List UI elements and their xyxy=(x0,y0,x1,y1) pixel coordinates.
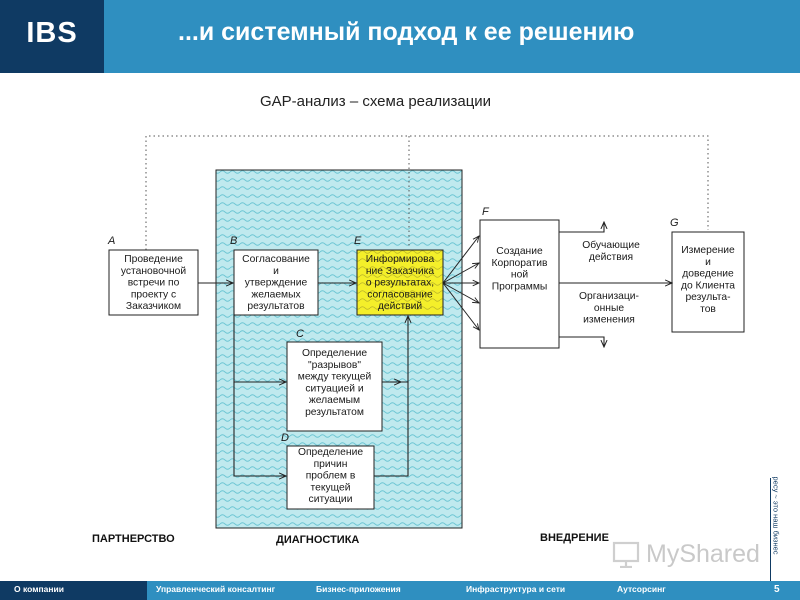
node-d-box[interactable] xyxy=(286,445,375,510)
node-c-letter: C xyxy=(296,328,304,340)
node-f-box[interactable] xyxy=(479,219,560,349)
node-a-text-line: Заказчиком xyxy=(126,301,181,312)
side-tagline: ресу ~ это наш бизнес xyxy=(770,476,782,584)
footer-link-infrastructure[interactable]: Инфраструктура и сети xyxy=(466,584,566,594)
node-c-text-line: между текущей xyxy=(298,372,372,383)
node-e-text-line: о результатах, xyxy=(366,278,434,289)
node-d-letter: D xyxy=(281,432,289,444)
node-g-text-line: и xyxy=(705,257,711,268)
zone-label-implementation: ВНЕДРЕНИЕ xyxy=(540,532,609,544)
node-g-text-line: тов xyxy=(700,304,716,315)
node-b-letter: B xyxy=(230,235,237,247)
node-b-text-line: утверждение xyxy=(245,278,308,289)
node-c-text-line: "разрывов" xyxy=(308,360,361,371)
node-f-letter: F xyxy=(482,206,490,218)
node-e-letter: E xyxy=(354,235,362,247)
footer-left-block xyxy=(0,581,147,600)
node-f-text-line: Корпоратив xyxy=(492,258,548,269)
node-c-text-line: желаемым xyxy=(309,395,360,406)
node-f-text-line: ной xyxy=(511,270,528,281)
node-a-text-line: установочной xyxy=(121,266,187,277)
output-training-text-line: Обучающие xyxy=(582,239,640,251)
output-training-text-line: действия xyxy=(589,252,633,263)
node-c-text-line: результатом xyxy=(305,407,364,418)
node-d-text-line: Определение xyxy=(298,447,363,458)
node-f-text-line: Создание xyxy=(496,246,543,257)
watermark[interactable]: MyShared xyxy=(612,538,772,574)
watermark-text: MyShared xyxy=(646,540,760,568)
footer-link-business-apps[interactable]: Бизнес-приложения xyxy=(316,584,401,594)
logo-box[interactable]: IBS xyxy=(0,0,104,73)
diagram-subtitle: GAP-анализ – схема реализации xyxy=(260,93,492,110)
output-organizational-text-line: изменения xyxy=(583,315,635,326)
node-f-text-line: Программы xyxy=(492,281,548,292)
node-g-text-line: до Клиента xyxy=(681,280,735,291)
node-e-text-line: согласование xyxy=(367,289,433,300)
node-c-box[interactable] xyxy=(286,341,383,432)
company-logo: IBS xyxy=(26,17,78,49)
footer-bar: О компании Управленческий консалтинг Биз… xyxy=(0,581,800,600)
output-organizational-text-line: онные xyxy=(594,303,625,314)
page-number: 5 xyxy=(774,584,780,595)
arrow-d-to-e xyxy=(374,382,409,477)
node-g-text-line: результа- xyxy=(685,292,730,303)
node-d-text-line: ситуации xyxy=(309,494,353,505)
arrow-f-to-org-down xyxy=(559,336,604,347)
zone-label-partnership: ПАРТНЕРСТВО xyxy=(92,533,175,545)
node-e-text-line: действий xyxy=(378,301,423,312)
node-d-text-line: причин xyxy=(314,459,348,470)
arrow-b-to-d xyxy=(233,382,286,476)
footer-link-about[interactable]: О компании xyxy=(14,584,64,594)
output-organizational-text-line: Организаци- xyxy=(579,291,639,302)
footer-link-consulting[interactable]: Управленческий консалтинг xyxy=(156,584,276,594)
footer-link-outsourcing[interactable]: Аутсорсинг xyxy=(617,584,666,594)
node-a-text-line: встречи по xyxy=(128,278,180,289)
gap-analysis-diagram: A B E C D F G Проведениеустановочнойвстр… xyxy=(92,135,745,546)
node-b-text-line: результатов xyxy=(247,301,305,312)
node-a-text-line: проекту с xyxy=(131,289,176,300)
node-c-text-line: ситуацией и xyxy=(305,383,363,394)
node-b-box[interactable] xyxy=(233,249,319,316)
node-d-text-line: проблем в xyxy=(306,470,356,482)
arrow-e-to-f-4 xyxy=(442,282,479,303)
node-g-box[interactable] xyxy=(671,231,745,333)
header-bar: IBS ...и системный подход к ее решению xyxy=(0,0,800,73)
node-a-letter: A xyxy=(107,235,115,247)
node-g-text-line: доведение xyxy=(682,269,734,280)
arrow-e-to-f-1 xyxy=(442,236,479,284)
node-d-text-line: текущей xyxy=(311,482,351,493)
node-b-text-line: и xyxy=(273,266,279,277)
arrow-f-to-training xyxy=(559,222,604,233)
node-c-text-line: Определение xyxy=(302,348,367,359)
arrow-e-to-f-5 xyxy=(442,282,479,330)
page-title: ...и системный подход к ее решению xyxy=(178,18,635,46)
node-e-text-line: ние Заказчика xyxy=(366,266,435,277)
node-b-text-line: Согласование xyxy=(242,254,310,265)
side-divider xyxy=(770,478,771,582)
arrow-e-to-f-2 xyxy=(442,263,479,284)
node-a-text-line: Проведение xyxy=(124,254,183,265)
node-e-text-line: Информирова xyxy=(366,253,435,265)
node-g-text-line: Измерение xyxy=(681,245,735,256)
zone-label-diagnostics: ДИАГНОСТИКА xyxy=(276,534,359,546)
side-tagline-text: ресу ~ это наш бизнес xyxy=(771,476,781,555)
node-g-letter: G xyxy=(670,217,679,229)
node-b-text-line: желаемых xyxy=(251,289,301,300)
presentation-icon xyxy=(612,541,640,568)
